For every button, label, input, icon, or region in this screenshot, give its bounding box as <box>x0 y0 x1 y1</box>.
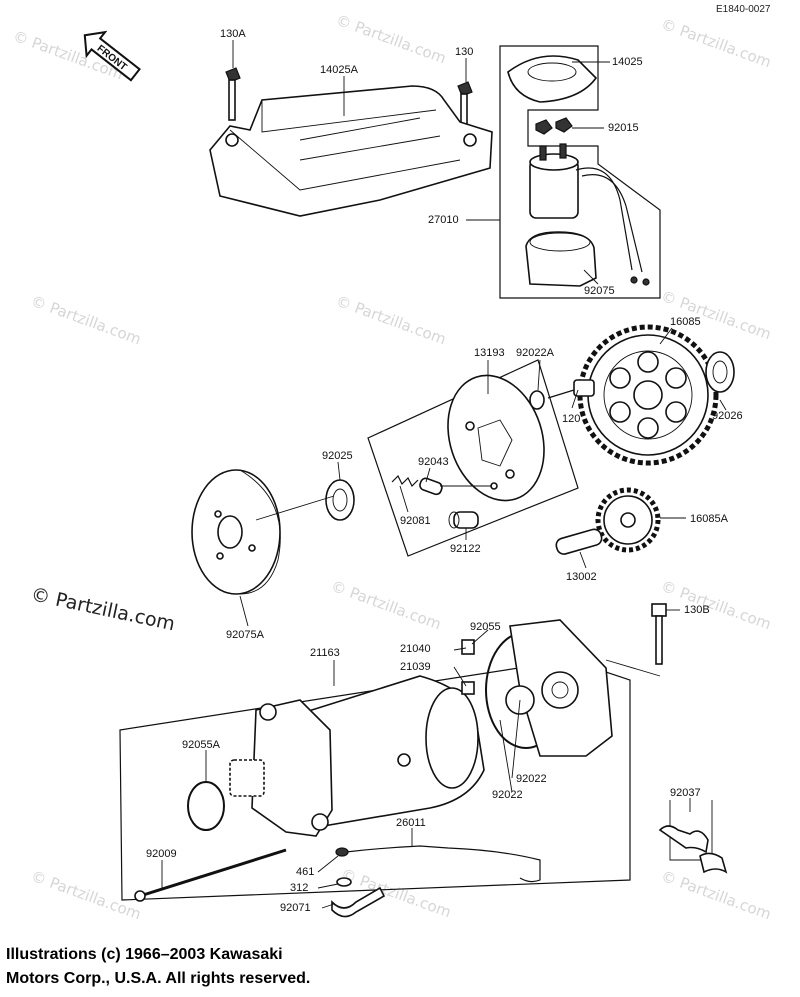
shaft-13002-icon <box>555 528 603 555</box>
lead-wire-26011-icon <box>345 845 541 883</box>
label-21163: 21163 <box>310 647 340 659</box>
label-130b: 130B <box>684 604 710 616</box>
label-92075: 92075 <box>584 285 615 297</box>
label-92025: 92025 <box>322 450 353 462</box>
label-92075a: 92075A <box>226 629 265 641</box>
label-13193: 13193 <box>474 347 505 359</box>
diagram-code: E1840-0027 <box>716 4 771 15</box>
label-92015: 92015 <box>608 122 639 134</box>
label-16085: 16085 <box>670 316 701 328</box>
label-130: 130 <box>455 46 473 58</box>
washer-92022a-icon <box>529 390 545 410</box>
label-27010: 27010 <box>428 214 459 226</box>
part-labels: 130A 14025A 130 14025 92015 27010 92075 … <box>146 28 743 914</box>
bolt-120-icon <box>547 389 575 399</box>
leader-lines <box>161 40 727 909</box>
washer-92026-icon <box>705 351 735 393</box>
motor-pinion-icon <box>229 759 265 797</box>
terminal-92071-icon <box>331 886 386 918</box>
label-26011: 26011 <box>396 817 426 829</box>
watermark: © Partzilla.com <box>659 867 774 924</box>
watermark: © Partzilla.com <box>659 15 774 72</box>
label-92022-lower: 92022 <box>492 789 523 801</box>
watermark: © Partzilla.com <box>659 577 774 634</box>
nut-92015-icon <box>555 117 573 133</box>
label-92122: 92122 <box>450 543 481 555</box>
label-130a: 130A <box>220 28 246 40</box>
starter-clutch-group <box>367 359 579 557</box>
clutch-13193-icon <box>447 374 545 502</box>
brush-21040-icon <box>461 639 475 655</box>
label-120: 120 <box>562 413 580 425</box>
spring-92081-icon <box>391 474 419 488</box>
label-14025a: 14025A <box>320 64 359 76</box>
label-92071: 92071 <box>280 902 311 914</box>
watermark: © Partzilla.com <box>29 867 144 924</box>
label-92037: 92037 <box>670 787 701 799</box>
label-16085a: 16085A <box>690 513 729 525</box>
label-312: 312 <box>290 882 308 894</box>
copyright-line-2: Motors Corp., U.S.A. All rights reserved… <box>6 970 311 987</box>
bolt-130b-icon <box>651 603 667 617</box>
label-92009: 92009 <box>146 848 177 860</box>
copyright-notice: Illustrations (c) 1966–2003 Kawasaki Mot… <box>6 943 506 991</box>
o-ring-92055a-icon <box>187 781 225 831</box>
nut-461-icon <box>335 847 349 857</box>
watermark: © Partzilla.com <box>329 577 444 634</box>
front-arrow-icon <box>83 30 141 82</box>
bolt-130a-shank <box>228 79 236 121</box>
label-92055: 92055 <box>470 621 501 633</box>
long-bolt-92009-icon <box>139 848 287 898</box>
starter-motor-frame <box>119 659 631 901</box>
watermark-main: © Partzilla.com <box>29 583 177 635</box>
watermark: © Partzilla.com <box>29 292 144 349</box>
label-92081: 92081 <box>400 515 431 527</box>
watermark: © Partzilla.com <box>334 11 449 68</box>
bolt-130a-icon <box>225 67 241 83</box>
brush-21039-icon <box>461 681 475 695</box>
clamp-92037-group <box>658 800 728 874</box>
copyright-line-1: Illustrations (c) 1966–2003 Kawasaki <box>6 946 283 963</box>
clamp-92037-icon <box>658 825 709 854</box>
relay-wire-icon <box>575 167 633 271</box>
label-461: 461 <box>296 866 314 878</box>
watermark: © Partzilla.com <box>334 292 449 349</box>
label-21039: 21039 <box>400 661 431 673</box>
relay-boot-92075-icon <box>525 231 597 287</box>
starter-motor-group <box>119 603 667 918</box>
relay-cap-14025-icon <box>507 55 598 103</box>
washer-92025-icon <box>325 479 355 521</box>
label-92055a: 92055A <box>182 739 221 751</box>
gear-16085-icon <box>577 324 719 466</box>
label-92022a: 92022A <box>516 347 555 359</box>
washer-312-icon <box>336 877 352 887</box>
label-92022-upper: 92022 <box>516 773 547 785</box>
plate-92075a-icon <box>191 469 281 595</box>
label-92043: 92043 <box>418 456 449 468</box>
label-13002: 13002 <box>566 571 597 583</box>
relay-group-frame <box>499 45 661 299</box>
bolt-130-icon <box>457 81 473 97</box>
starter-relay-group <box>499 45 661 299</box>
cover-assembly <box>209 67 493 217</box>
label-92026: 92026 <box>712 410 743 422</box>
bolt-130-shank <box>460 93 468 125</box>
nut-92015-icon <box>535 119 553 135</box>
label-21040: 21040 <box>400 643 431 655</box>
pin-92043-icon <box>419 477 443 496</box>
label-14025: 14025 <box>612 56 643 68</box>
gear-16085a-icon <box>595 487 661 553</box>
